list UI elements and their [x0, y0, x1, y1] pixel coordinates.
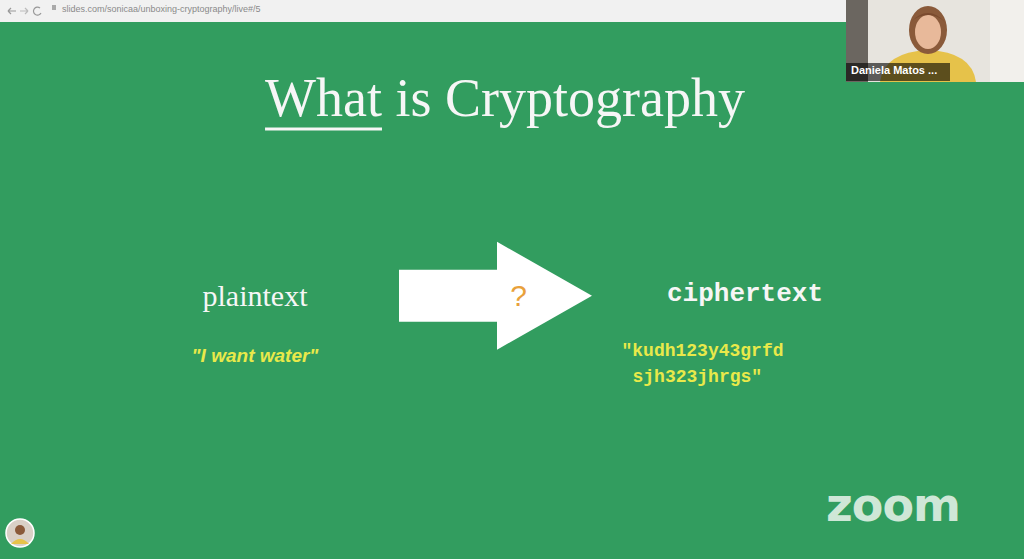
example-text: "I want water" [115, 342, 395, 370]
forward-icon [20, 8, 28, 14]
text-group: ciphertext "kudh123y43grfd sjh323jhrgs" [596, 276, 894, 390]
zoom-logo: zoom [826, 478, 960, 533]
avatar-icon [6, 519, 34, 547]
lock-icon [52, 5, 56, 10]
block-arrow [399, 242, 592, 350]
back-icon [8, 8, 16, 14]
participant-name: Daniela Matos ... [851, 64, 937, 77]
term-heading: ciphertext [596, 276, 894, 314]
text-group: plaintext "I want water" [115, 274, 395, 369]
reload-icon [33, 7, 41, 15]
example-text: "kudh123y43grfd sjh323jhrgs" [622, 338, 819, 390]
slide-ground [0, 22, 1024, 559]
term-heading: plaintext [115, 274, 395, 318]
browser-url: slides.com/sonicaa/unboxing-cryptography… [62, 4, 261, 15]
arrow-label: ? [508, 279, 529, 312]
webcam-tile [846, 0, 1024, 82]
